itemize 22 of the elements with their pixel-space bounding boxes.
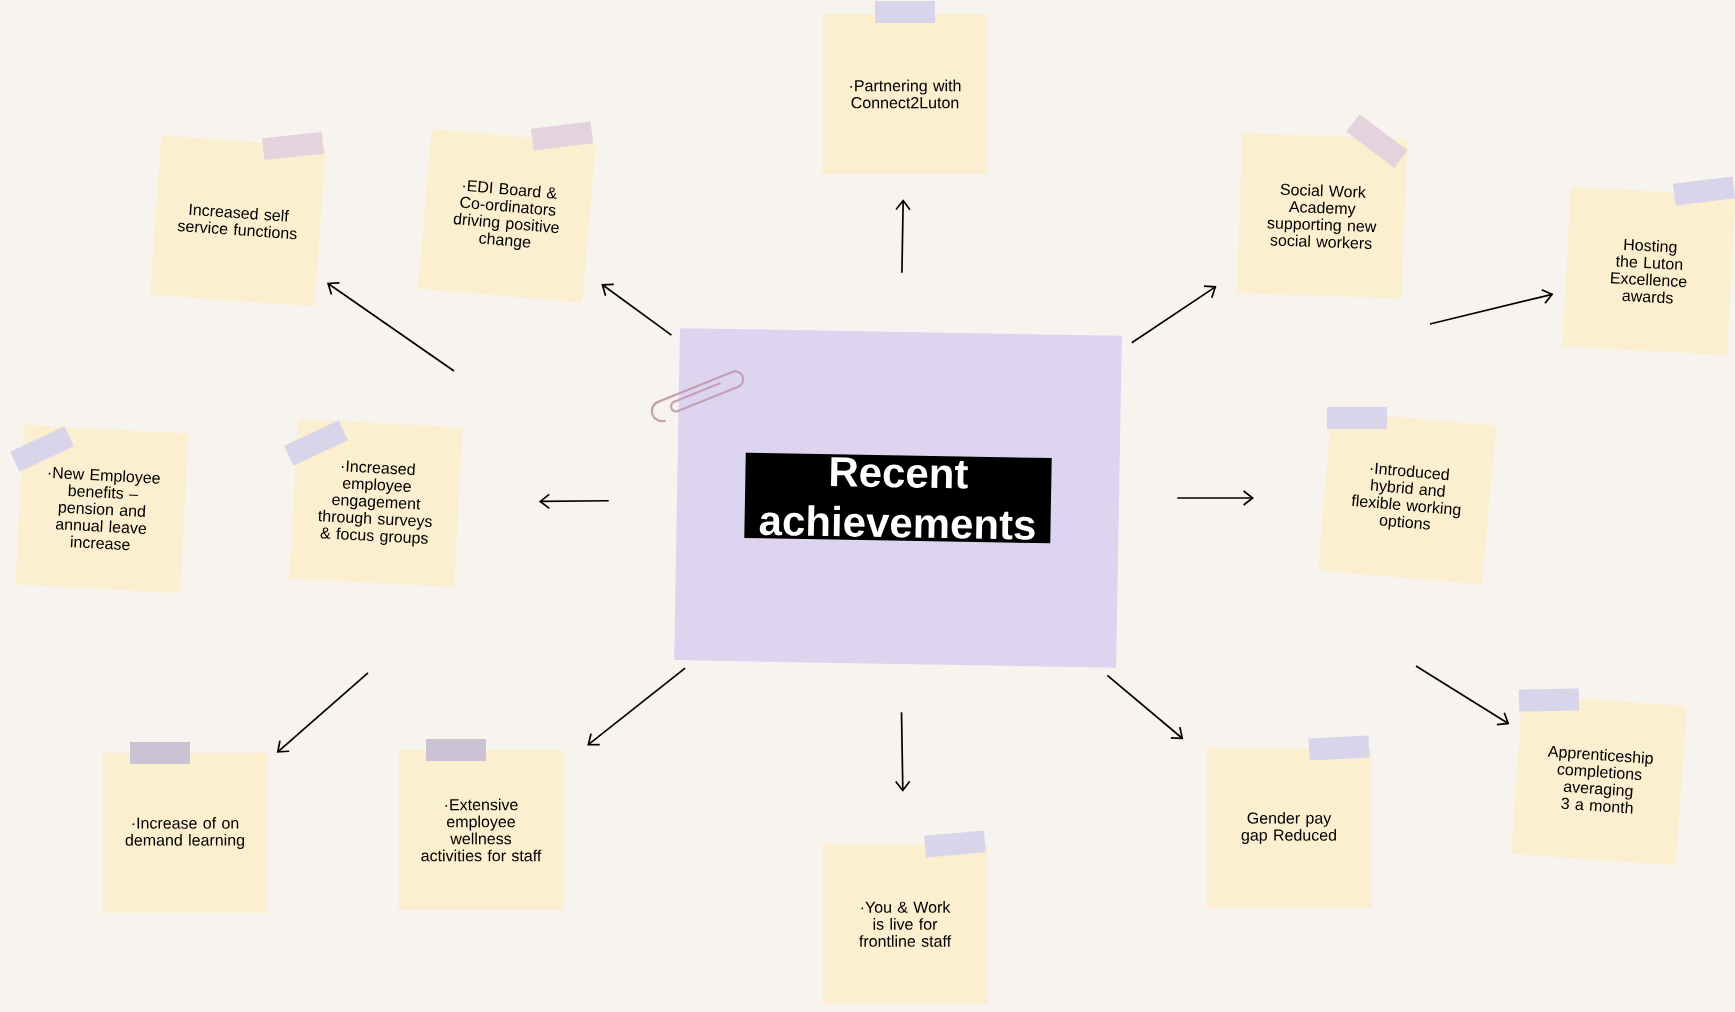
arrow	[894, 711, 911, 792]
arrow	[895, 199, 911, 274]
arrow	[1415, 665, 1510, 726]
sticky-note: ·You & Work is live for frontline staff	[822, 844, 988, 1004]
sticky-note: Increased self service functions	[150, 135, 326, 307]
sticky-note: ·EDI Board & Co-ordinators driving positive change	[417, 129, 597, 303]
arrow	[587, 667, 686, 746]
sticky-note: ·Introduced hybrid and flexible working options	[1317, 411, 1497, 585]
sticky-note: ·Partnering with Connect2Luton	[822, 14, 988, 174]
sticky-note: Apprenticeship completions averaging 3 a month	[1511, 694, 1687, 866]
arrow	[326, 282, 455, 372]
sticky-note: ·Extensive employee wellness activities for staff	[398, 750, 564, 910]
sticky-note: Gender pay gap Reduced	[1206, 748, 1372, 908]
arrow	[601, 283, 673, 336]
arrow	[1106, 674, 1184, 740]
arrow	[276, 672, 369, 753]
arrow	[1130, 285, 1217, 344]
title-sheet: Recent achievements	[674, 328, 1122, 668]
arrow	[1176, 490, 1254, 506]
arrow	[538, 493, 610, 510]
sticky-note: ·Increase of on demand learning	[102, 753, 268, 913]
arrow	[1429, 288, 1554, 325]
